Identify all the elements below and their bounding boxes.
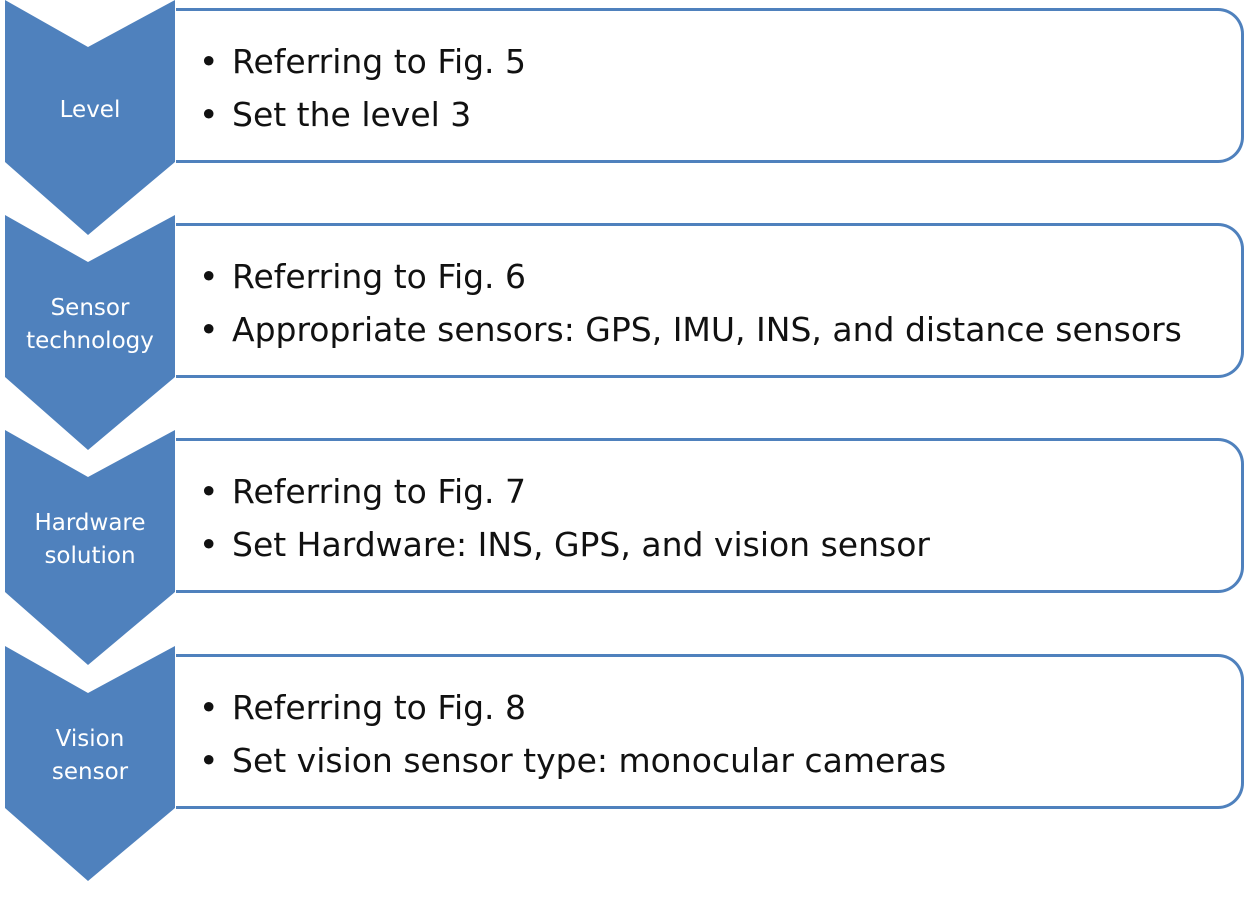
stage-vision-sensor: Vision sensor Referring to Fig. 8 Set vi… xyxy=(0,646,1255,881)
stage-box-vision-sensor: Referring to Fig. 8 Set vision sensor ty… xyxy=(176,654,1244,809)
bullet-item: Referring to Fig. 6 xyxy=(199,250,1241,303)
chevron-arrow-vision-sensor xyxy=(5,646,175,881)
bullet-item: Set vision sensor type: monocular camera… xyxy=(199,734,1241,787)
bullet-list: Referring to Fig. 8 Set vision sensor ty… xyxy=(176,657,1241,787)
bullet-list: Referring to Fig. 7 Set Hardware: INS, G… xyxy=(176,441,1241,571)
stage-label-sensor-technology: Sensor technology xyxy=(26,295,154,354)
bullet-item: Set the level 3 xyxy=(199,88,1241,141)
bullet-item: Referring to Fig. 8 xyxy=(199,681,1241,734)
stage-label-level: Level xyxy=(59,96,121,123)
stage-sensor-technology: Sensor technology Referring to Fig. 6 Ap… xyxy=(0,215,1255,450)
stage-label-hardware-solution: Hardware solution xyxy=(34,510,146,569)
stage-box-sensor-technology: Referring to Fig. 6 Appropriate sensors:… xyxy=(176,223,1244,378)
bullet-item: Appropriate sensors: GPS, IMU, INS, and … xyxy=(199,303,1241,356)
chevron-arrow-level xyxy=(5,0,175,235)
stage-box-level: Referring to Fig. 5 Set the level 3 xyxy=(176,8,1244,163)
stage-hardware-solution: Hardware solution Referring to Fig. 7 Se… xyxy=(0,430,1255,665)
bullet-item: Referring to Fig. 7 xyxy=(199,465,1241,518)
stage-box-hardware-solution: Referring to Fig. 7 Set Hardware: INS, G… xyxy=(176,438,1244,593)
bullet-item: Set Hardware: INS, GPS, and vision senso… xyxy=(199,518,1241,571)
bullet-list: Referring to Fig. 5 Set the level 3 xyxy=(176,11,1241,141)
chevron-arrow-sensor-technology xyxy=(5,215,175,450)
bullet-list: Referring to Fig. 6 Appropriate sensors:… xyxy=(176,226,1241,356)
bullet-item: Referring to Fig. 5 xyxy=(199,35,1241,88)
stage-level: Level Referring to Fig. 5 Set the level … xyxy=(0,0,1255,235)
chevron-arrow-hardware-solution xyxy=(5,430,175,665)
stage-label-vision-sensor: Vision sensor xyxy=(51,726,129,785)
